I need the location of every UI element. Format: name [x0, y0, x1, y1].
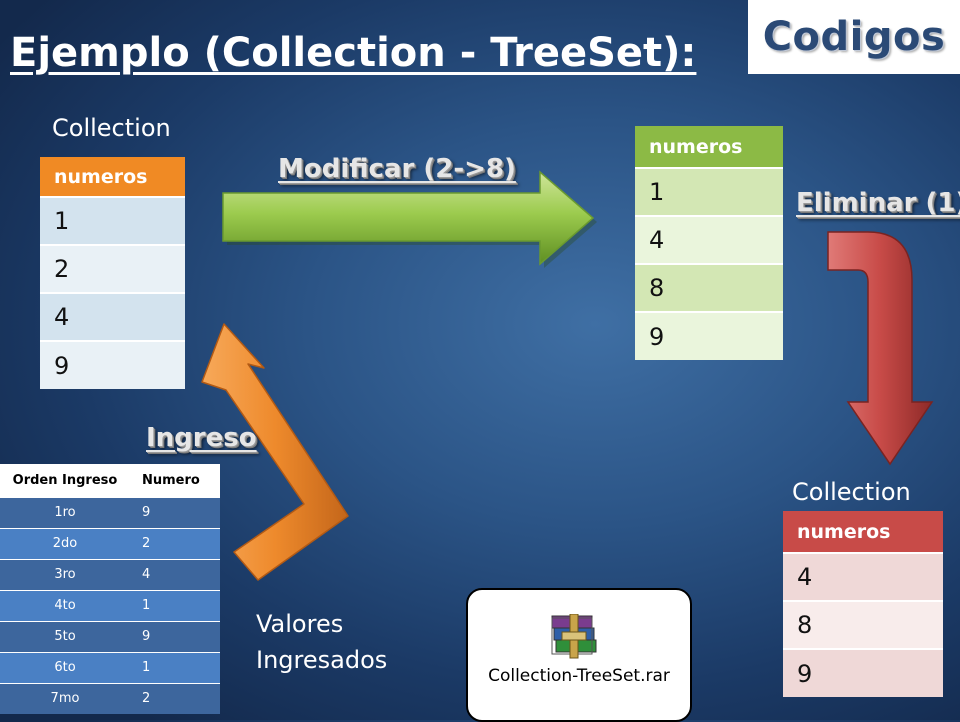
valores-label-line: Valores: [256, 610, 344, 638]
table-cell: 1: [130, 589, 220, 621]
table-header: numeros: [635, 126, 783, 168]
table-row: 2: [40, 244, 185, 293]
table-row: 1: [40, 196, 185, 245]
valores-label-line: Ingresados: [256, 646, 388, 674]
ingreso-label: Ingreso: [146, 423, 257, 453]
table-row: 3ro 4: [0, 558, 220, 590]
collection-label: Collection: [52, 114, 171, 142]
table-row: 1: [635, 167, 783, 216]
table-cell: 9: [40, 340, 185, 389]
table-header: numeros: [783, 511, 943, 553]
eliminar-arrow: [827, 231, 934, 466]
table-row: 9: [40, 340, 185, 389]
table-cell: 3ro: [0, 558, 130, 590]
table-cell: 9: [635, 311, 783, 360]
collection-table: numeros 4 8 9: [783, 511, 943, 697]
table-row: 4: [783, 552, 943, 601]
collection-table: numeros 1 2 4 9: [40, 157, 185, 389]
table-row: 4to 1: [0, 589, 220, 621]
slide-title: Ejemplo (Collection - TreeSet):: [10, 30, 697, 76]
column-header: Orden Ingreso: [0, 464, 130, 497]
table-cell: 1: [40, 196, 185, 245]
table-row: 9: [783, 648, 943, 697]
table-cell: 4to: [0, 589, 130, 621]
eliminar-label: Eliminar (1): [796, 188, 960, 218]
table-row: 1ro 9: [0, 496, 220, 528]
table-cell: 9: [783, 648, 943, 697]
table-cell: 4: [130, 558, 220, 590]
collection-table: numeros 1 4 8 9: [635, 126, 783, 360]
table-cell: 2: [130, 682, 220, 714]
collection-label: Collection: [792, 478, 911, 506]
ingreso-arrow: [201, 323, 349, 581]
table-cell: 9: [130, 620, 220, 652]
table-cell: 1: [635, 167, 783, 216]
table-cell: 2: [130, 527, 220, 559]
column-header: Numero: [130, 464, 220, 497]
table-cell: 2: [40, 244, 185, 293]
table-row: 7mo 2: [0, 682, 220, 714]
table-row: 8: [783, 600, 943, 649]
modificar-arrow: [222, 170, 597, 268]
file-name: Collection-TreeSet.rar: [488, 666, 670, 686]
table-row: 5to 9: [0, 620, 220, 652]
table-row: 6to 1: [0, 651, 220, 683]
section-badge: Codigos: [748, 0, 960, 74]
table-row: 2do 2: [0, 527, 220, 559]
table-cell: 1ro: [0, 496, 130, 528]
table-cell: 9: [130, 496, 220, 528]
modificar-label: Modificar (2->8): [278, 154, 516, 184]
table-row: 4: [635, 215, 783, 264]
table-cell: 5to: [0, 620, 130, 652]
table-cell: 4: [635, 215, 783, 264]
valores-ingresados-label: Valores Ingresados: [256, 606, 387, 678]
table-cell: 8: [783, 600, 943, 649]
table-cell: 2do: [0, 527, 130, 559]
table-cell: 6to: [0, 651, 130, 683]
orden-ingreso-table: Orden Ingreso Numero 1ro 9 2do 2 3ro 4 4…: [0, 464, 220, 714]
winrar-archive-icon: [551, 614, 597, 659]
table-cell: 4: [783, 552, 943, 601]
table-cell: 8: [635, 263, 783, 312]
table-header: numeros: [40, 157, 185, 197]
table-cell: 7mo: [0, 682, 130, 714]
table-row: 4: [40, 292, 185, 341]
rar-file-attachment[interactable]: Collection-TreeSet.rar: [466, 588, 692, 722]
table-row: 8: [635, 263, 783, 312]
table-cell: 1: [130, 651, 220, 683]
table-cell: 4: [40, 292, 185, 341]
table-row: 9: [635, 311, 783, 360]
